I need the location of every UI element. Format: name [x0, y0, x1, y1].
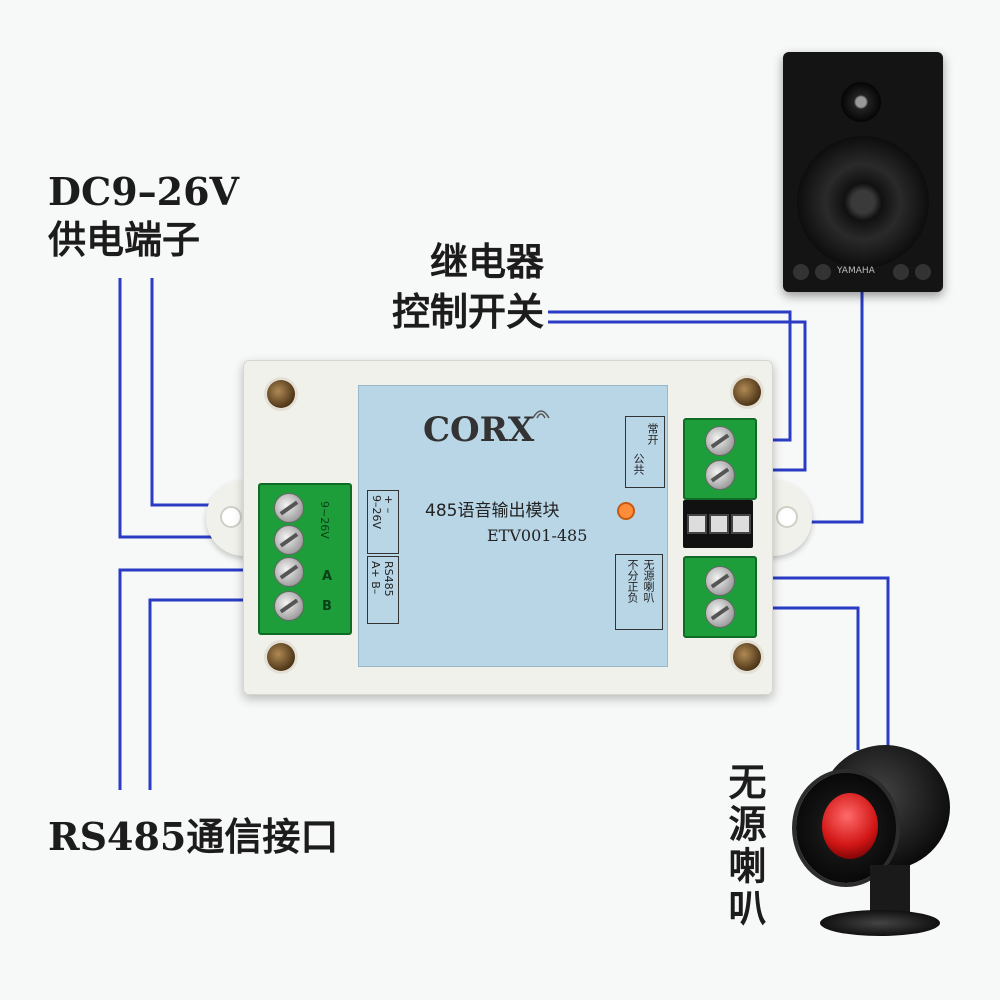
- rs485-label: RS485: [382, 561, 395, 597]
- rs485-callout: RS485通信接口: [48, 814, 339, 859]
- horn-red-lens: [822, 793, 878, 859]
- relay-callout-line2: 控制开关: [391, 289, 544, 334]
- terminal-screw-speaker-1[interactable]: [705, 566, 735, 596]
- terminal-screw-relay-com[interactable]: [705, 460, 735, 490]
- header-pin: [687, 514, 707, 534]
- horn-speaker-image: [790, 745, 950, 945]
- horn-wire-1: [752, 576, 890, 760]
- relay-label-no: 常开: [646, 423, 659, 445]
- rs485-label-pins: A+ B–: [369, 561, 382, 595]
- speaker-label-line1: 无源喇叭: [642, 559, 655, 603]
- speaker-label-line2: 不分正负: [626, 559, 639, 603]
- brand-logo: CORX: [423, 410, 535, 450]
- audio-output-header: [683, 500, 753, 548]
- speaker-callout: 无源喇叭: [722, 762, 767, 930]
- header-pin: [731, 514, 751, 534]
- horn-base: [820, 910, 940, 936]
- knob-icon: [893, 264, 909, 280]
- power-label-voltage: 9–26V: [370, 495, 383, 530]
- corner-screw: [267, 643, 295, 671]
- power-callout-line1: DC9–26V: [48, 169, 240, 214]
- terminal-screw-power-negative[interactable]: [274, 525, 304, 555]
- module-name: 485语音输出模块: [425, 501, 560, 521]
- terminal-screw-rs485-b[interactable]: [274, 591, 304, 621]
- power-label-pins: + –: [382, 495, 395, 514]
- status-led-icon: [619, 504, 633, 518]
- rs485-label-box: RS485 A+ B–: [367, 556, 399, 624]
- relay-label-box: 常开 公共: [625, 416, 665, 488]
- antenna-icon: [532, 410, 550, 419]
- knob-icon: [815, 264, 831, 280]
- header-pin: [709, 514, 729, 534]
- corner-screw: [267, 380, 295, 408]
- power-callout: DC9–26V 供电端子: [48, 170, 239, 262]
- relay-label-com: 公共: [632, 453, 645, 475]
- module-label-panel: CORX 9–26V + – RS485 A+ B– 485语音输出模块 ETV…: [358, 385, 668, 667]
- terminal-screw-rs485-a[interactable]: [274, 557, 304, 587]
- speaker-label-box: 无源喇叭 不分正负: [615, 554, 663, 630]
- power-label-box: 9–26V + –: [367, 490, 399, 554]
- relay-callout-line1: 继电器: [429, 239, 544, 284]
- horn-wire-2: [752, 606, 860, 750]
- power-callout-line2: 供电端子: [48, 217, 201, 262]
- relay-wire-com: [548, 320, 807, 472]
- terminal-screw-speaker-2[interactable]: [705, 598, 735, 628]
- relay-callout: 继电器 控制开关: [374, 240, 544, 334]
- speaker-terminal-block: [683, 556, 757, 638]
- speaker-brand: YAMAHA: [837, 266, 875, 276]
- monitor-speaker-image: YAMAHA: [783, 52, 943, 292]
- left-terminal-block: 9~26V A B: [258, 483, 352, 635]
- terminal-print-voltage: 9~26V: [318, 501, 331, 539]
- corner-screw: [733, 643, 761, 671]
- knob-icon: [793, 264, 809, 280]
- mount-hole: [776, 506, 798, 528]
- terminal-print-a: A: [322, 569, 333, 584]
- horn-bracket: [870, 865, 910, 915]
- terminal-screw-relay-no[interactable]: [705, 426, 735, 456]
- knob-icon: [915, 264, 931, 280]
- module-model: ETV001-485: [487, 526, 588, 545]
- rs485-wire-b: [148, 598, 262, 790]
- tweeter-icon: [841, 82, 881, 122]
- woofer-icon: [797, 136, 929, 268]
- relay-terminal-block: [683, 418, 757, 500]
- mount-hole: [220, 506, 242, 528]
- relay-wire-no: [548, 310, 792, 442]
- rs485-wire-a: [118, 568, 262, 790]
- corner-screw: [733, 378, 761, 406]
- terminal-print-b: B: [322, 599, 332, 614]
- terminal-screw-power-positive[interactable]: [274, 493, 304, 523]
